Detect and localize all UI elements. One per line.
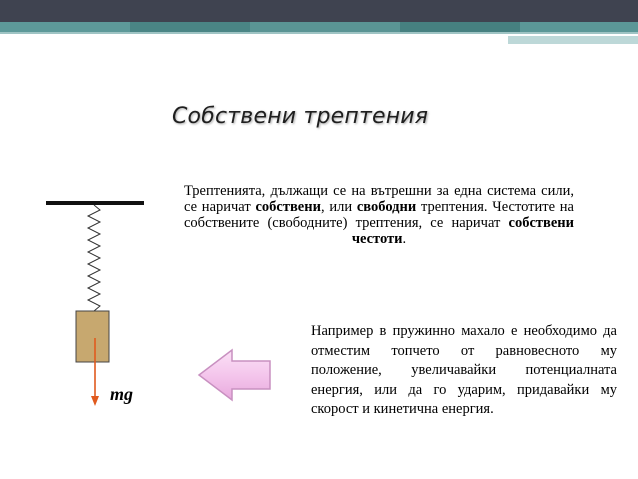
left-arrow-icon	[197, 348, 271, 402]
slide-title: Собствени трептения	[172, 104, 429, 129]
term-sobstveni: собствени	[255, 199, 321, 215]
header-bar-dark	[0, 0, 638, 22]
term-sobstveni-chestoti: собствени честоти	[351, 215, 574, 247]
term-svobodni: свободни	[356, 199, 417, 215]
force-label-mg: mg	[110, 384, 134, 404]
weight-block	[75, 310, 110, 363]
ceiling-bar	[46, 201, 144, 205]
header-bar-teal	[0, 22, 638, 32]
force-arrow-head	[91, 396, 99, 406]
header-divider	[0, 32, 638, 34]
example-paragraph: Например в пружинно махало е необходимо …	[311, 323, 617, 417]
spring	[86, 204, 102, 312]
definition-paragraph: Трептенията, дължащи се на вътрешни за е…	[184, 183, 574, 247]
header-accent-bar	[508, 36, 638, 44]
